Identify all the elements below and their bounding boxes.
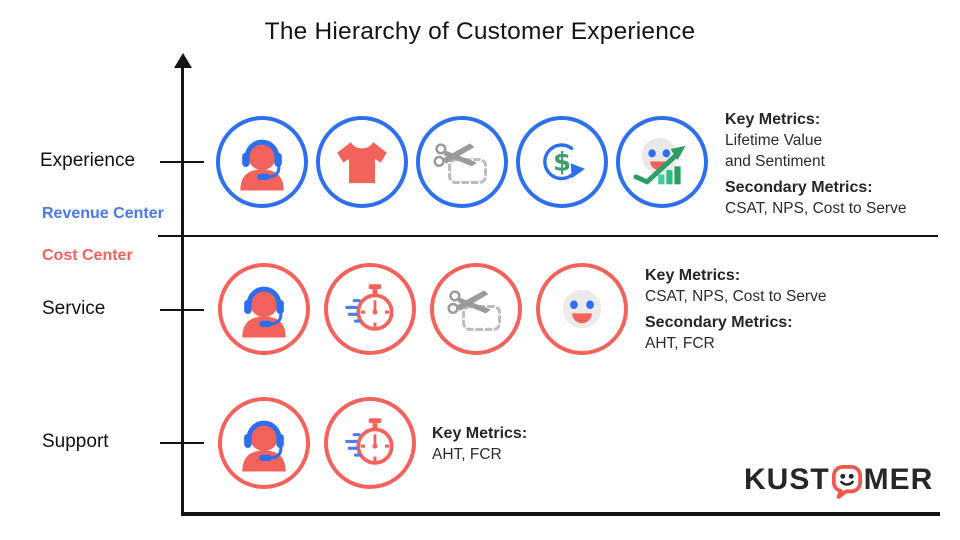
- support-circle-stopwatch: [324, 397, 416, 489]
- kustomer-logo: KUST MER: [744, 460, 933, 500]
- metrics-line: Key Metrics:: [432, 425, 528, 442]
- fast-stopwatch-icon: [343, 416, 394, 465]
- revenue-cost-divider-line: [158, 235, 938, 237]
- fast-stopwatch-icon: [343, 282, 394, 331]
- dollar-retention-icon: [543, 143, 587, 181]
- metrics-line: and Sentiment: [725, 153, 825, 170]
- service-circle-smiley: [536, 263, 628, 355]
- experience-circle-dollar: [516, 116, 608, 208]
- tick-support: [160, 442, 204, 444]
- metrics-line: AHT, FCR: [432, 446, 502, 463]
- support-agent-icon: [231, 131, 293, 193]
- sentiment-growth-icon: [631, 131, 693, 193]
- x-axis-line: [181, 512, 940, 516]
- experience-circle-sentiment: [616, 116, 708, 208]
- service-circle-support-agent: [218, 263, 310, 355]
- metrics-line: CSAT, NPS, Cost to Serve: [725, 200, 907, 217]
- page-title: The Hierarchy of Customer Experience: [264, 18, 696, 45]
- metrics-line: Key Metrics:: [725, 111, 821, 128]
- row-label-service: Service: [42, 298, 106, 319]
- y-axis-arrowhead: [174, 53, 192, 68]
- experience-metrics: Key Metrics: Lifetime Value and Sentimen…: [725, 109, 906, 219]
- metrics-line: CSAT, NPS, Cost to Serve: [645, 288, 827, 305]
- metrics-line: AHT, FCR: [645, 335, 715, 352]
- metrics-line: Secondary Metrics:: [725, 179, 873, 196]
- smiley-face-icon: [562, 289, 602, 329]
- support-agent-icon: [233, 278, 295, 340]
- tick-service: [160, 309, 204, 311]
- tick-experience: [160, 161, 204, 163]
- row-label-support: Support: [42, 431, 109, 452]
- metrics-line: Lifetime Value: [725, 132, 823, 149]
- logo-text-suffix: MER: [863, 463, 934, 496]
- service-circle-stopwatch: [324, 263, 416, 355]
- kustomer-bubble-icon: [831, 465, 862, 499]
- coupon-scissors-icon: [447, 288, 502, 332]
- metrics-line: Secondary Metrics:: [645, 314, 793, 331]
- row-label-experience: Experience: [40, 150, 136, 171]
- experience-circle-support-agent: [216, 116, 308, 208]
- experience-circle-coupon: [416, 116, 508, 208]
- support-metrics: Key Metrics: AHT, FCR: [432, 423, 527, 465]
- y-axis-line: [181, 66, 184, 516]
- service-metrics: Key Metrics: CSAT, NPS, Cost to Serve Se…: [645, 265, 826, 354]
- coupon-scissors-icon: [433, 141, 488, 185]
- experience-circle-tshirt: [316, 116, 408, 208]
- metrics-line: Key Metrics:: [645, 267, 741, 284]
- cost-center-label: Cost Center: [42, 247, 133, 264]
- tshirt-icon: [337, 142, 387, 184]
- support-circle-support-agent: [218, 397, 310, 489]
- service-circle-coupon: [430, 263, 522, 355]
- revenue-center-label: Revenue Center: [42, 205, 164, 222]
- logo-text-prefix: KUST: [744, 463, 830, 496]
- support-agent-icon: [233, 412, 295, 474]
